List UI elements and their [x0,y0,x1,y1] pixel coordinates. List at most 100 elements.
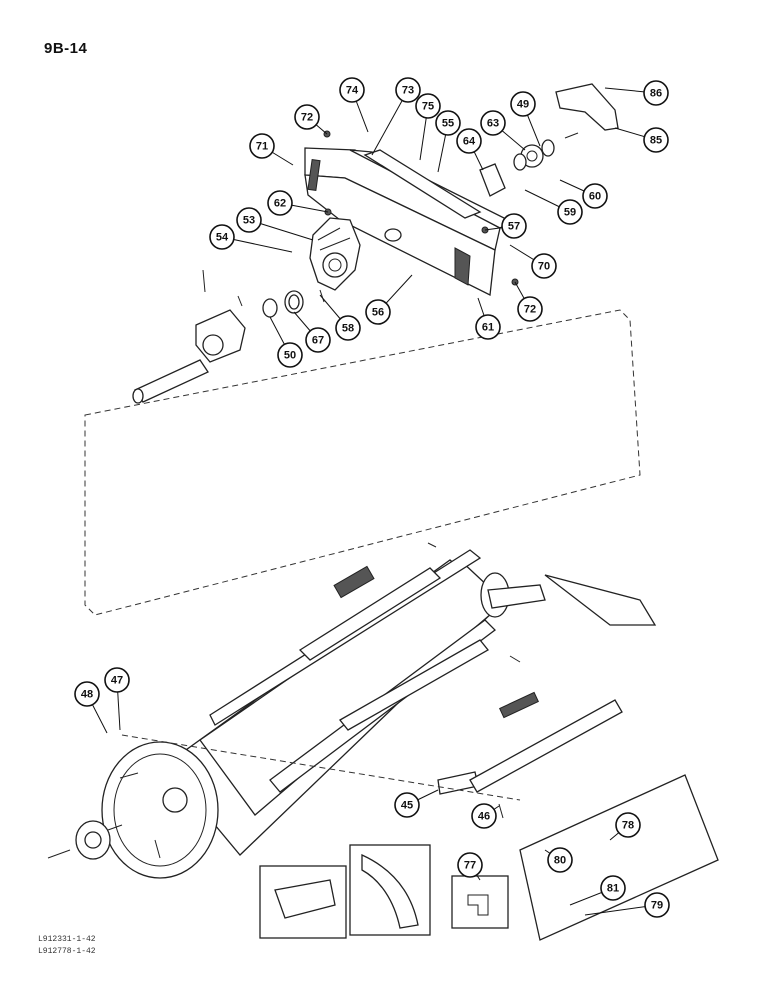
callout-circle [74,681,100,707]
callout-label: 72 [524,304,536,316]
callout-circle [394,792,420,818]
callout-75: 75 [415,93,441,119]
callout-circle [480,110,506,136]
alignment-line [121,734,521,801]
callout-77: 77 [457,852,483,878]
callout-86: 86 [643,80,669,106]
drum-hub [47,820,123,860]
callout-73: 73 [395,77,421,103]
callout-72: 72 [294,104,320,130]
callout-circle [475,314,501,340]
callout-label: 86 [650,88,662,100]
gearbox-53 [309,217,361,291]
callout-81: 81 [600,875,626,901]
drum-assembly [101,542,657,879]
cross-beam-67 [304,147,514,296]
callout-circle [557,199,583,225]
callout-circle [267,190,293,216]
callout-label: 64 [463,136,476,148]
callout-circle [510,91,536,117]
callout-label: 80 [554,855,566,867]
callout-circle [294,104,320,130]
callout-circle [615,812,641,838]
callout-label: 61 [482,322,494,334]
callout-circle [531,253,557,279]
callout-label: 46 [478,811,490,823]
callout-circle [277,342,303,368]
callout-label: 73 [402,85,414,97]
callout-label: 74 [346,85,359,97]
callout-50: 50 [277,342,303,368]
callout-label: 78 [622,820,634,832]
callout-74: 74 [339,77,365,103]
callout-63: 63 [480,110,506,136]
callout-label: 58 [342,323,354,335]
callout-circle [236,207,262,233]
callout-circle [471,803,497,829]
callout-53: 53 [236,207,262,233]
callout-70: 70 [531,253,557,279]
callout-56: 56 [365,299,391,325]
callout-label: 70 [538,261,550,273]
callout-label: 45 [401,800,413,812]
callout-label: 54 [216,232,229,244]
callout-54: 54 [209,224,235,250]
callout-48: 48 [74,681,100,707]
callout-circle [456,128,482,154]
callout-circle [517,296,543,322]
shaft-and-seals [132,269,325,404]
callout-circle [249,133,275,159]
assembly-link-outline [84,309,641,616]
callout-circle [435,110,461,136]
callout-71: 71 [249,133,275,159]
callout-label: 72 [301,112,313,124]
callout-label: 48 [81,689,93,701]
callout-47: 47 [104,667,130,693]
callout-46: 46 [471,803,497,829]
callout-label: 60 [589,191,601,203]
callout-label: 75 [422,101,434,113]
page-number: 9B-14 [44,40,88,57]
callout-72: 72 [517,296,543,322]
reference-code-1: L912331-1-42 [38,935,96,944]
callout-label: 63 [487,118,499,130]
callout-circle [457,852,483,878]
callout-label: 50 [284,350,296,362]
callout-58: 58 [335,315,361,341]
callout-circle [415,93,441,119]
sprocket-and-guard [323,83,619,286]
callout-64: 64 [456,128,482,154]
callout-60: 60 [582,183,608,209]
callout-61: 61 [475,314,501,340]
callout-62: 62 [267,190,293,216]
reference-code-2: L912778-1-42 [38,947,96,956]
callout-label: 47 [111,675,123,687]
callout-59: 59 [557,199,583,225]
callout-circle [644,892,670,918]
callout-circle [104,667,130,693]
callout-78: 78 [615,812,641,838]
callout-circle [547,847,573,873]
callout-label: 56 [372,307,384,319]
callout-circle [335,315,361,341]
callout-circle [305,327,331,353]
callout-circle [209,224,235,250]
callout-circle [643,127,669,153]
callout-label: 79 [651,900,663,912]
callout-circle [365,299,391,325]
inset-boxes [259,774,719,941]
callout-circle [600,875,626,901]
callout-label: 53 [243,215,255,227]
callout-label: 71 [256,141,268,153]
callout-circle [643,80,669,106]
callout-85: 85 [643,127,669,153]
callout-label: 67 [312,335,324,347]
callout-circle [339,77,365,103]
callout-45: 45 [394,792,420,818]
callout-label: 62 [274,198,286,210]
callout-label: 59 [564,207,576,219]
callout-79: 79 [644,892,670,918]
callout-label: 81 [607,883,619,895]
